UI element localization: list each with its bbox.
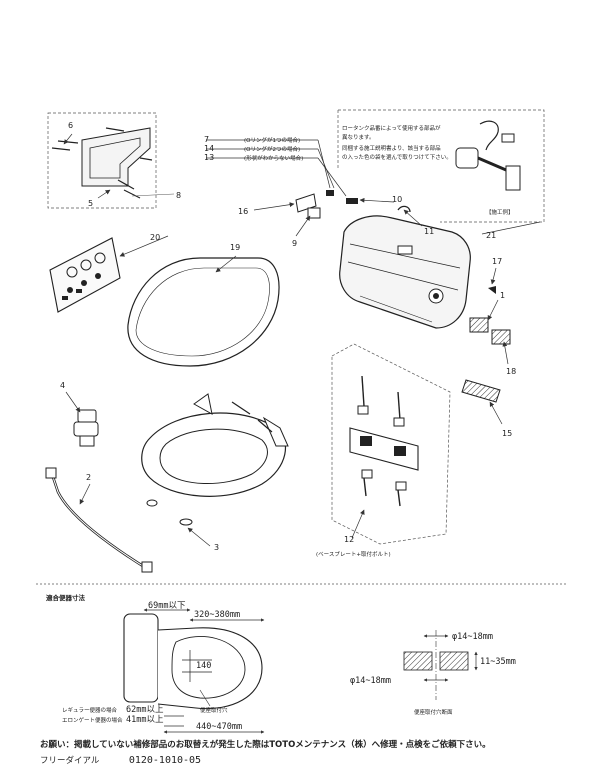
part-label: 16 — [238, 207, 248, 216]
dim-320: 320~380mm — [194, 610, 240, 620]
hole-section-drawing: φ14~18mm 11~35mm φ14~18mm 便座取付穴断面 — [350, 630, 516, 716]
section-label: 便座取付穴断面 — [414, 708, 453, 716]
adapter-parts — [469, 286, 511, 345]
note-line: 異なります。 — [342, 134, 374, 141]
leader-lines — [63, 133, 541, 547]
dim-440: 440~470mm — [196, 722, 242, 732]
dim-140: 140 — [196, 661, 211, 671]
toilet-dimension-drawing: 適合便器寸法 69mm以下 320~380mm 140 レギュラー便器の場合 6… — [46, 593, 265, 734]
stop-valve — [73, 409, 99, 447]
supply-hose — [45, 467, 153, 573]
part-label: 12 — [344, 535, 354, 544]
part-label: 17 — [492, 257, 502, 266]
note-line: 同梱する施工説明書より、該当する部品 — [342, 144, 441, 152]
free-dial-label: フリーダイアル — [40, 756, 100, 766]
part-label: 13 — [204, 153, 214, 162]
dim-41: 41mm以上 — [126, 715, 164, 725]
part-label: 19 — [230, 243, 240, 252]
part-label: 8 — [176, 191, 181, 200]
installation-example — [337, 109, 545, 223]
part-labels: 6 5 8 20 19 4 2 3 7 14 13 16 9 10 11 21 … — [60, 121, 516, 552]
note-line: の入った色の袋を選んで取りつけて下さい。 — [342, 153, 452, 161]
bracket-group — [47, 112, 175, 209]
hole-label: 便座取付穴 — [200, 706, 228, 714]
main-unit — [339, 215, 471, 329]
part-label: 6 — [68, 121, 73, 130]
part-label: 3 — [214, 543, 219, 552]
part-label: 2 — [86, 473, 91, 482]
section-title: 適合便器寸法 — [46, 593, 86, 602]
thickness: 11~35mm — [480, 657, 516, 667]
elongated-note: エロンゲート便器の場合 — [62, 716, 123, 724]
free-dial-number: 0120-1010-05 — [128, 755, 202, 766]
remote-control-panel — [49, 237, 121, 313]
phi-top: φ14~18mm — [452, 632, 493, 642]
part-label: 1 — [500, 291, 505, 300]
note-box: ロータンク品番によって使用する部品が 異なります。 同梱する施工説明書より、該当… — [342, 124, 514, 216]
part-label: 9 — [292, 239, 297, 248]
part-label: 15 — [502, 429, 512, 438]
base-connector — [461, 379, 501, 403]
oring-note-1: (Oリングが1つの場合) — [244, 136, 300, 144]
example-label: 【施工例】 — [486, 208, 514, 216]
regular-note: レギュラー便器の場合 — [62, 706, 118, 714]
dim-62: 62mm以上 — [126, 705, 164, 715]
phi-bottom: φ14~18mm — [350, 676, 391, 686]
dim-69: 69mm以下 — [148, 601, 186, 611]
base-plate-box — [331, 343, 451, 545]
oring-note-2: (Oリングが2つの場合) — [244, 145, 300, 153]
part-label: 20 — [150, 233, 160, 242]
bolt-icon — [231, 401, 273, 433]
part-label: 21 — [486, 231, 496, 240]
part-label: 4 — [60, 381, 65, 390]
toilet-seat-ring — [141, 393, 289, 526]
small-parts — [295, 190, 411, 219]
oring-note-unknown: (形状がわからない場合) — [244, 154, 303, 162]
note-line: ロータンク品番によって使用する部品が — [342, 124, 441, 132]
part-label: 11 — [424, 227, 434, 236]
oring-notes: (Oリングが1つの場合) (Oリングが2つの場合) (形状がわからない場合) — [244, 136, 303, 162]
toilet-lid — [127, 257, 280, 367]
part-label: 10 — [392, 195, 402, 204]
part-label: 14 — [204, 144, 214, 153]
part-label: 7 — [204, 135, 209, 144]
part-label: 18 — [506, 367, 516, 376]
footer-notice: お願い：掲載していない補修部品のお取替えが発生した際はTOTOメンテナンス（株）… — [40, 740, 491, 750]
part-label: 5 — [88, 199, 93, 208]
baseplate-label: (ベースプレート+取付ボルト) — [316, 550, 391, 558]
free-dial: フリーダイアル 0120-1010-05 — [40, 754, 201, 766]
